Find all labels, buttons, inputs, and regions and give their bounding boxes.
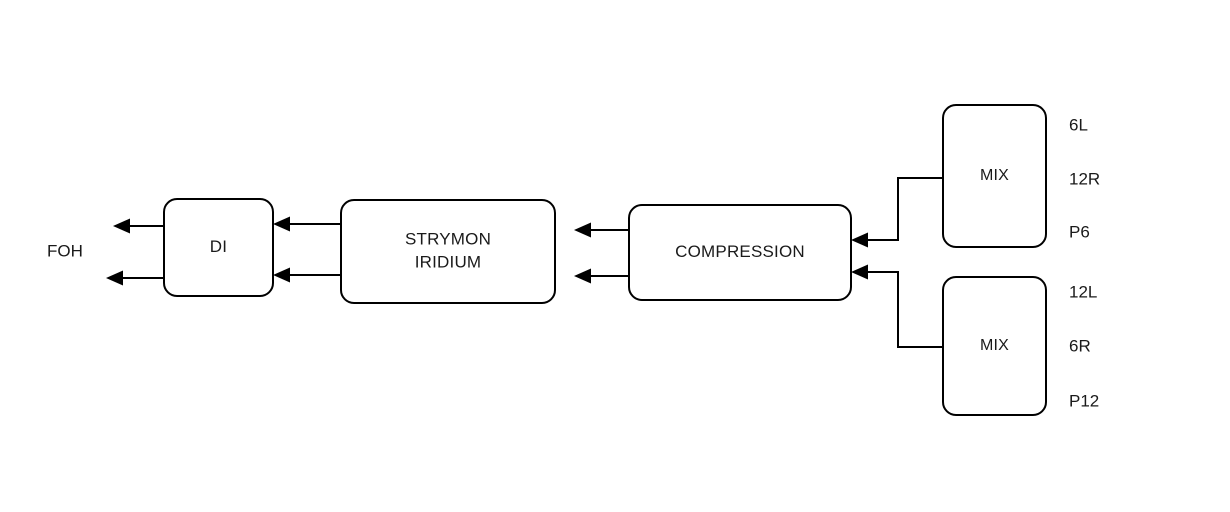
edge-di-to-foh-top [113, 218, 164, 234]
labels-layer: FOH 6L 12R P6 12L 6R P12 [47, 115, 1100, 410]
node-mix-bottom[interactable]: MIX [942, 276, 1047, 416]
channel-label-ch-6r: 6R [1069, 336, 1091, 355]
edge-compression-to-strymon-top [574, 222, 629, 238]
channel-label-ch-p6: P6 [1069, 222, 1090, 241]
node-box[interactable] [942, 276, 1047, 416]
edge-mix-bottom-to-compression [851, 264, 943, 348]
arrow-head-icon [273, 267, 290, 283]
nodes-layer: DI STRYMON IRIDIUM COMPRESSION MIX MIX [163, 104, 1047, 416]
node-strymon[interactable]: STRYMON IRIDIUM [340, 199, 556, 304]
edge-line [866, 177, 943, 241]
arrow-head-icon [574, 268, 591, 284]
edge-compression-to-strymon-bottom [574, 268, 629, 284]
node-compression[interactable]: COMPRESSION [628, 204, 852, 301]
arrow-head-icon [273, 216, 290, 232]
edge-strymon-to-di-top [273, 216, 341, 232]
edge-line [866, 271, 943, 348]
edge-mix-top-to-compression [851, 177, 943, 248]
arrow-head-icon [106, 270, 123, 286]
arrow-head-icon [574, 222, 591, 238]
node-label: STRYMON [405, 229, 491, 248]
node-box[interactable] [942, 104, 1047, 248]
node-di[interactable]: DI [163, 198, 274, 297]
node-label: COMPRESSION [675, 242, 805, 261]
channel-label-ch-12r: 12R [1069, 169, 1100, 188]
channel-label-ch-12l: 12L [1069, 282, 1097, 301]
edge-di-to-foh-bottom [106, 270, 164, 286]
node-box[interactable] [340, 199, 556, 304]
channel-label-ch-p12: P12 [1069, 391, 1099, 410]
node-box[interactable] [163, 198, 274, 297]
channel-label-ch-6l: 6L [1069, 115, 1088, 134]
node-box[interactable] [628, 204, 852, 301]
arrow-head-icon [851, 264, 868, 280]
arrow-head-icon [113, 218, 130, 234]
node-mix-top[interactable]: MIX [942, 104, 1047, 248]
arrow-head-icon [851, 232, 868, 248]
edges-layer [106, 177, 943, 348]
node-label: MIX [980, 167, 1009, 184]
node-label: IRIDIUM [415, 252, 482, 271]
edge-strymon-to-di-bottom [273, 267, 341, 283]
node-label: DI [210, 237, 227, 256]
output-label-foh: FOH [47, 241, 83, 260]
node-label: MIX [980, 337, 1009, 354]
